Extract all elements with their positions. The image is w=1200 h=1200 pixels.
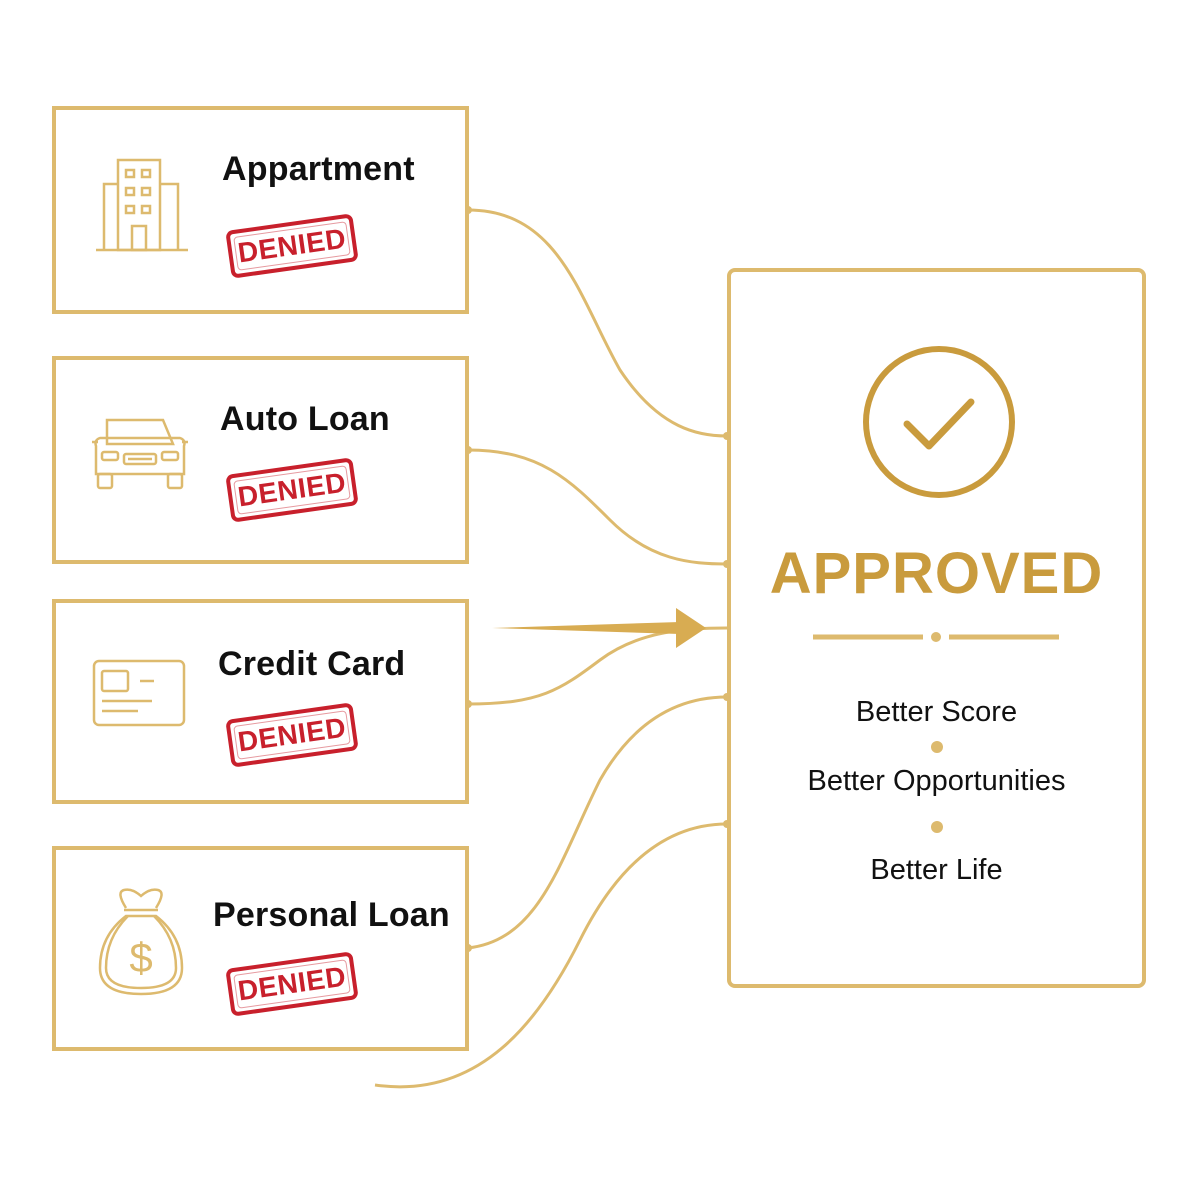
connector-auto-loan — [467, 448, 728, 566]
card-title: Personal Loan — [213, 896, 450, 934]
svg-text:$: $ — [129, 934, 152, 981]
bullet-dot — [931, 741, 943, 753]
approved-title: APPROVED — [769, 541, 1104, 606]
connector-appartment — [467, 208, 728, 438]
connector-personal-loan — [467, 695, 728, 950]
benefit-better-opportunities: Better Opportunities — [807, 765, 1066, 797]
card-auto-loan: Auto Loan DENIED — [52, 356, 469, 564]
card-title: Appartment — [222, 150, 415, 188]
card-personal-loan: $ Personal Loan DENIED — [52, 846, 469, 1051]
card-credit-card: Credit Card DENIED — [52, 599, 469, 804]
card-title: Auto Loan — [220, 400, 390, 438]
denied-stamp: DENIED — [225, 213, 359, 279]
building-icon — [94, 154, 190, 259]
card-appartment: Appartment DENIED — [52, 106, 469, 314]
denied-stamp: DENIED — [225, 702, 359, 768]
denied-stamp: DENIED — [225, 951, 359, 1017]
approved-card: APPROVED Better Score Better Opportuniti… — [727, 268, 1146, 988]
divider — [813, 630, 1059, 642]
car-icon — [90, 410, 190, 499]
check-circle-icon — [859, 342, 1019, 507]
credit-card-icon — [92, 659, 186, 734]
connector-tail — [374, 822, 728, 1089]
denied-stamp: DENIED — [225, 457, 359, 523]
benefit-better-life: Better Life — [870, 854, 1003, 886]
money-bag-icon: $ — [96, 886, 186, 1005]
bullet-dot — [931, 821, 943, 833]
benefit-better-score: Better Score — [855, 696, 1018, 728]
card-title: Credit Card — [218, 645, 406, 683]
arrow-right-icon — [492, 608, 706, 648]
